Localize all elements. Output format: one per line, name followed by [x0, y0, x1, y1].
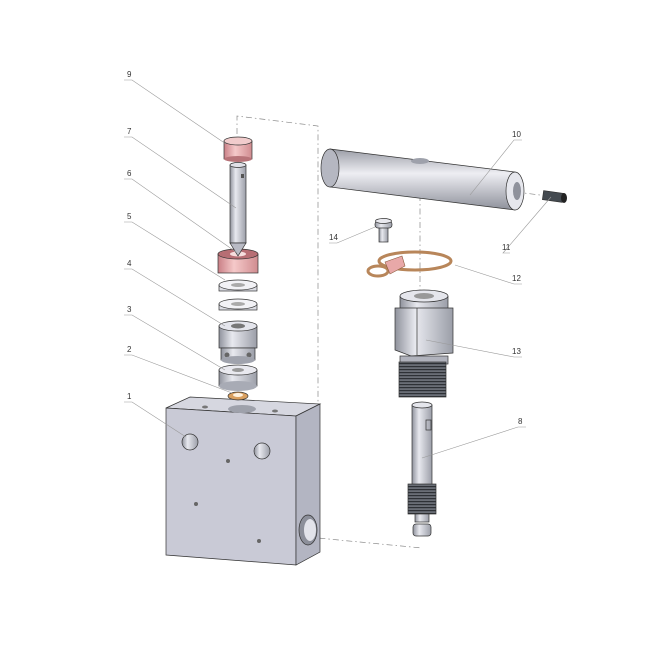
part-4-housing — [218, 320, 258, 364]
part-3-ring — [218, 364, 258, 391]
part-7-needle — [229, 162, 247, 257]
callout-3: 3 — [127, 305, 132, 314]
callout-13: 13 — [512, 347, 521, 356]
callout-1: 1 — [127, 392, 132, 401]
callout-6: 6 — [127, 169, 132, 178]
part-11-pin — [542, 190, 567, 203]
callout-11: 11 — [502, 243, 511, 252]
callout-2: 2 — [127, 345, 132, 354]
callout-7: 7 — [127, 127, 132, 136]
callout-14: 14 — [329, 233, 338, 242]
part-12-lock-washer — [366, 250, 453, 278]
part-13-nut — [394, 289, 454, 398]
callout-10: 10 — [512, 130, 521, 139]
part-1-valve-block — [165, 396, 322, 566]
callout-9: 9 — [127, 70, 132, 79]
part-10-tube — [320, 148, 525, 211]
part-14-screw — [374, 218, 393, 243]
part-5-washers — [218, 279, 258, 311]
part-8-stem — [407, 401, 437, 537]
assembly-line-left — [236, 115, 423, 549]
part-2-washer — [227, 391, 249, 401]
part-9-cap — [223, 136, 253, 162]
leader-lines — [124, 79, 552, 459]
callout-5: 5 — [127, 212, 132, 221]
callout-8: 8 — [518, 417, 523, 426]
callout-4: 4 — [127, 259, 132, 268]
callout-12: 12 — [512, 274, 521, 283]
